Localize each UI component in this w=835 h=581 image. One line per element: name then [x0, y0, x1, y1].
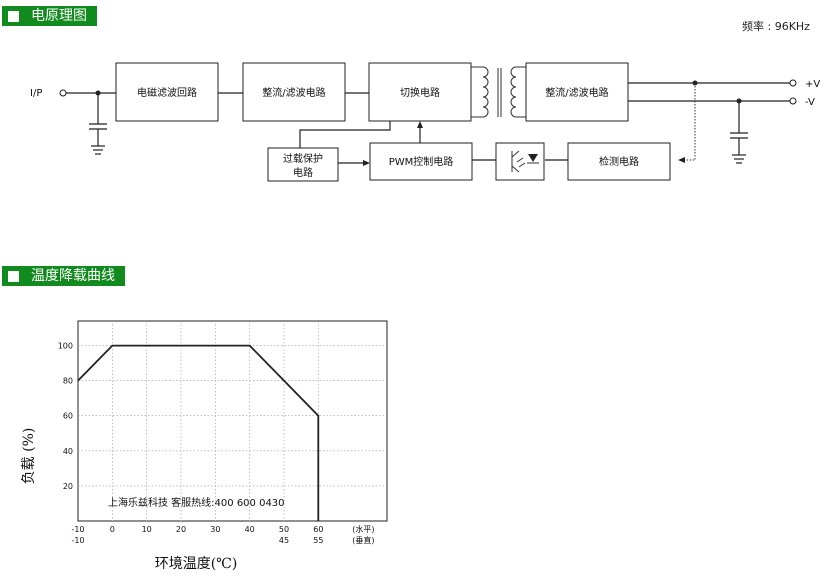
output-pos-label: +V	[805, 79, 820, 90]
pwm-control-label: PWM控制电路	[389, 155, 454, 168]
x-tick-label: 50	[279, 525, 289, 534]
detection-label: 检测电路	[599, 155, 639, 168]
x-tick-label-vertical: 55	[313, 536, 323, 545]
derating-curve	[77, 344, 320, 521]
x-tick-label: 60	[313, 525, 323, 534]
x-tick-label-vertical: (垂直)	[352, 535, 374, 545]
overload-protection-label-2: 电路	[293, 166, 313, 179]
section-title: 电原理图	[31, 8, 87, 24]
plot-frame	[77, 320, 388, 522]
x-tick-label: -10	[71, 525, 84, 534]
section-title: 温度降载曲线	[31, 268, 115, 284]
rectifier-filter-label-1: 整流/滤波电路	[262, 86, 325, 99]
output-neg-terminal-icon	[789, 97, 797, 105]
output-pos-terminal-icon	[789, 79, 797, 87]
y-tick-label: 80	[63, 377, 73, 386]
section-header-derating: 温度降载曲线	[2, 266, 125, 286]
y-tick-label: 20	[63, 482, 73, 491]
x-tick-label: 0	[110, 525, 115, 534]
x-tick-label-vertical: 45	[279, 536, 289, 545]
emi-filter-label: 电磁滤波回路	[137, 86, 197, 99]
overload-protection-label-1: 过载保护	[283, 152, 323, 165]
x-tick-label: 30	[210, 525, 220, 534]
rectifier-filter-block-1	[242, 62, 346, 122]
square-bullet-icon	[8, 10, 19, 22]
section-header-block-diagram: 电原理图	[2, 6, 97, 26]
pwm-control-block	[369, 142, 473, 181]
rectifier-filter-label-2: 整流/滤波电路	[545, 86, 608, 99]
input-label: I/P	[30, 88, 42, 99]
y-tick-label: 100	[58, 342, 73, 351]
x-axis-label: 环境温度(℃)	[155, 556, 238, 572]
switching-block	[368, 62, 472, 122]
emi-filter-block	[115, 62, 219, 122]
x-tick-label-vertical: -10	[71, 536, 84, 545]
rectifier-filter-block-2	[525, 62, 629, 122]
y-tick-label: 60	[63, 412, 73, 421]
y-axis-label: 负载 (%)	[21, 428, 37, 485]
frequency-label: 频率 : 96KHz	[742, 20, 810, 33]
y-tick-label: 40	[63, 447, 73, 456]
overload-protection-block	[267, 147, 339, 182]
output-neg-label: -V	[805, 97, 815, 108]
x-tick-label: 20	[176, 525, 186, 534]
switching-label: 切换电路	[400, 86, 440, 99]
detection-block	[567, 142, 671, 181]
x-tick-label: (水平)	[352, 524, 374, 534]
transformer-icon	[471, 66, 526, 118]
optocoupler-icon	[495, 142, 545, 181]
x-tick-label: 10	[142, 525, 152, 534]
hotline-annotation: 上海乐兹科技 客服热线:400 600 0430	[108, 496, 285, 509]
square-bullet-icon	[8, 270, 19, 282]
x-tick-label: 40	[245, 525, 255, 534]
